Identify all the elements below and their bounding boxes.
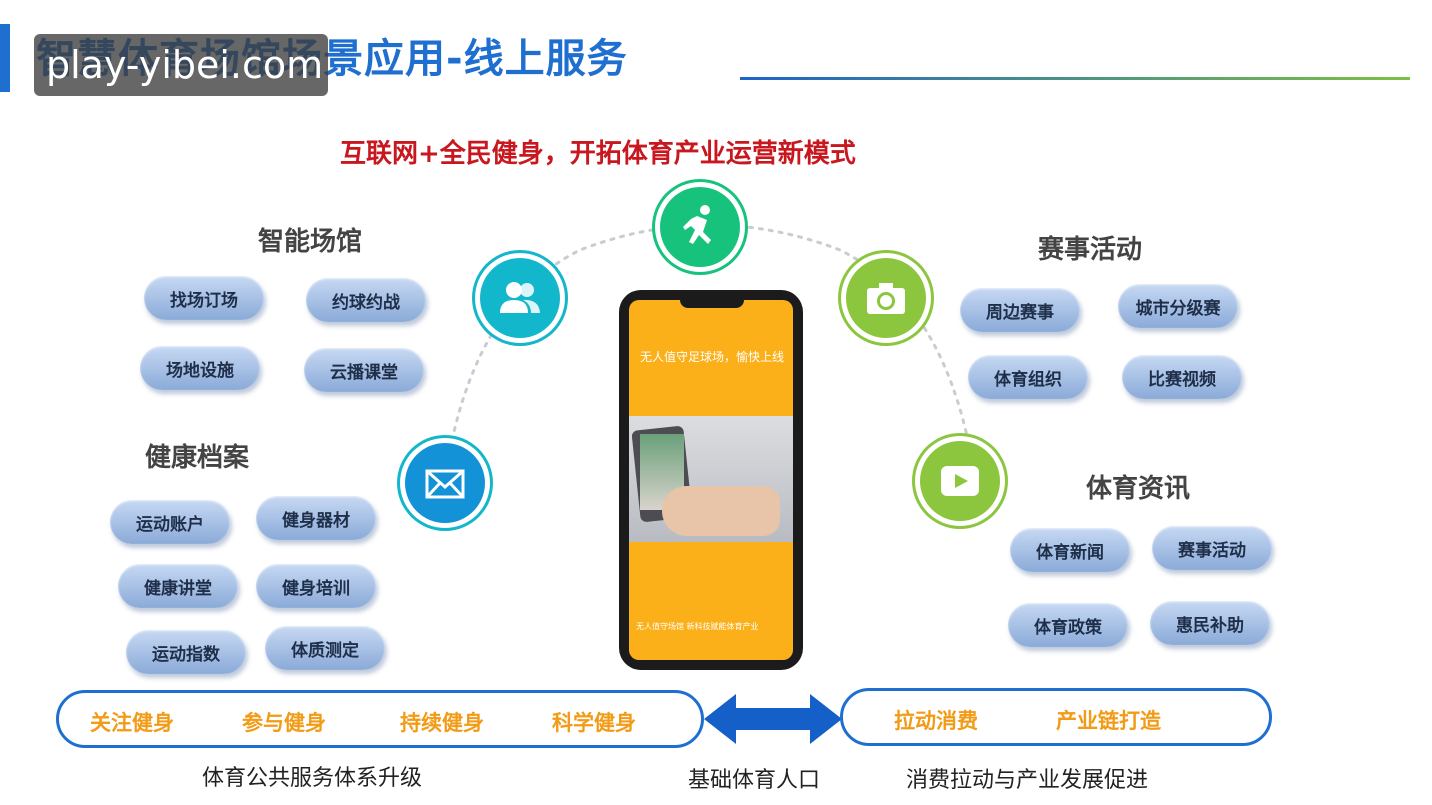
- title-underline: [740, 77, 1410, 80]
- slogan: 互联网+全民健身，开拓体育产业运营新模式: [340, 139, 856, 169]
- phone-footer-text: 无人值守场馆 新科技赋能体育产业: [636, 622, 759, 631]
- pill-fitness-training[interactable]: 健身培训: [256, 564, 376, 608]
- pill-sports-news[interactable]: 体育新闻: [1010, 528, 1130, 572]
- pill-sport-index[interactable]: 运动指数: [126, 630, 246, 674]
- pill-health-lecture[interactable]: 健康讲堂: [118, 564, 238, 608]
- caption-base-population: 基础体育人口: [688, 768, 821, 793]
- pill-sport-account[interactable]: 运动账户: [110, 500, 230, 544]
- pill-match-video[interactable]: 比赛视频: [1122, 355, 1242, 399]
- phone-headline: 无人值守足球场，愉快上线: [640, 350, 785, 364]
- left-panel: [56, 690, 704, 748]
- caption-public-service: 体育公共服务体系升级: [202, 766, 423, 791]
- caption-consumption: 消费拉动与产业发展促进: [906, 768, 1149, 793]
- pill-city-league[interactable]: 城市分级赛: [1118, 284, 1238, 328]
- mail-icon[interactable]: [405, 443, 485, 523]
- panel-item-continue-fitness: 持续健身: [400, 711, 484, 735]
- panel-item-follow-fitness: 关注健身: [90, 711, 174, 735]
- pill-events-activity[interactable]: 赛事活动: [1152, 526, 1272, 570]
- section-title-events: 赛事活动: [1038, 235, 1143, 265]
- pill-fitness-equipment[interactable]: 健身器材: [256, 496, 376, 540]
- panel-item-join-fitness: 参与健身: [242, 711, 326, 735]
- pill-sports-policy[interactable]: 体育政策: [1008, 603, 1128, 647]
- users-icon[interactable]: [480, 258, 560, 338]
- pill-nearby-events[interactable]: 周边赛事: [960, 288, 1080, 332]
- pill-book-match[interactable]: 约球约战: [306, 278, 426, 322]
- pill-find-venue[interactable]: 找场订场: [144, 276, 264, 320]
- pill-facilities[interactable]: 场地设施: [140, 346, 260, 390]
- double-arrow-icon: [704, 694, 842, 744]
- section-title-smart-venue: 智能场馆: [258, 227, 363, 257]
- title-accent-bar: [0, 24, 10, 92]
- section-title-health-records: 健康档案: [145, 443, 250, 473]
- photo-hand: [662, 486, 780, 536]
- pill-cloud-class[interactable]: 云播课堂: [304, 348, 424, 392]
- section-title-sports-news: 体育资讯: [1086, 474, 1191, 504]
- pill-subsidy[interactable]: 惠民补助: [1150, 601, 1270, 645]
- phone-notch: [680, 298, 744, 308]
- panel-item-drive-consumption: 拉动消费: [894, 709, 978, 733]
- play-icon[interactable]: [920, 441, 1000, 521]
- watermark: play-yibei.com: [34, 34, 328, 96]
- camera-icon[interactable]: [846, 258, 926, 338]
- running-man-icon[interactable]: [660, 187, 740, 267]
- panel-item-scientific-fitness: 科学健身: [552, 711, 636, 735]
- right-panel: [840, 688, 1272, 746]
- pill-fitness-test[interactable]: 体质测定: [265, 626, 385, 670]
- panel-item-industry-chain: 产业链打造: [1056, 709, 1161, 733]
- pill-sport-org[interactable]: 体育组织: [968, 355, 1088, 399]
